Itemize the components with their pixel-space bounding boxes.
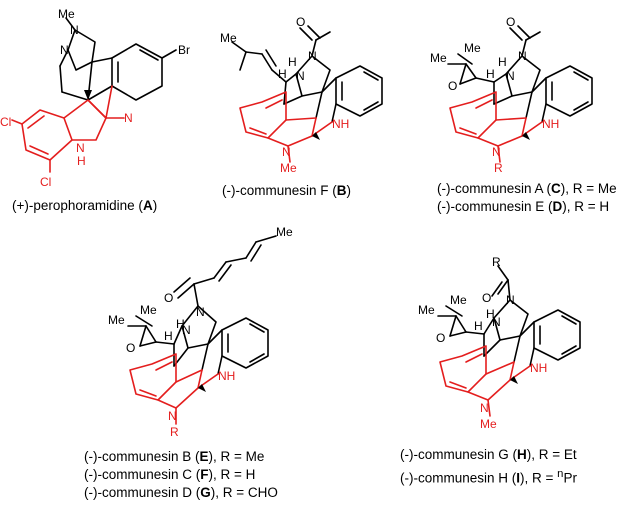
- atom-r: R: [492, 255, 501, 269]
- atom-n: N: [518, 49, 527, 63]
- caption-communesin-f: (-)-communesin F (B): [222, 183, 352, 198]
- caption-communesin-b: (-)-communesin B (E), R = Me: [84, 449, 265, 464]
- caption-communesin-e: (-)-communesin E (D), R = H: [437, 199, 610, 214]
- atom-me: Me: [480, 417, 497, 431]
- atom-nh: NH: [218, 369, 235, 383]
- structure-perophoramidine: Me N N N N H Br Cl Cl: [0, 7, 190, 189]
- compound-id: D: [552, 199, 563, 214]
- atom-h: H: [486, 67, 495, 81]
- structure-communesin-f: O Me N N H H NH N Me: [220, 15, 383, 175]
- atom-r: R: [170, 425, 179, 439]
- atom-o: O: [506, 15, 515, 29]
- atom-n: N: [296, 69, 305, 83]
- caption-communesin-g: (-)-communesin G (H), R = Et: [400, 447, 577, 462]
- atom-h: H: [498, 55, 507, 69]
- atom-o: O: [482, 291, 491, 305]
- atom-n: N: [76, 141, 85, 155]
- atom-h: H: [77, 154, 86, 168]
- atom-h: H: [278, 67, 287, 81]
- compound-id: E: [199, 449, 209, 464]
- caption-communesin-c: (-)-communesin C (F), R = H: [84, 467, 256, 482]
- structure-communesin-a: O Me Me O N N H H NH N R: [430, 15, 593, 175]
- caption-communesin-d: (-)-communesin D (G), R = CHO: [84, 485, 278, 500]
- caption-communesin-h: (-)-communesin H (I), R = nPr: [400, 468, 577, 486]
- atom-h: H: [288, 55, 297, 69]
- atom-n: N: [480, 401, 489, 415]
- superscript: n: [557, 468, 564, 480]
- atom-n: N: [492, 145, 501, 159]
- atom-me: Me: [58, 7, 75, 21]
- atom-o: O: [296, 15, 305, 29]
- compound-id: B: [336, 183, 347, 198]
- atom-n: N: [182, 323, 191, 337]
- atom-me: Me: [280, 161, 297, 175]
- atom-r: R: [494, 161, 503, 175]
- atom-me: Me: [140, 303, 157, 317]
- atom-cl: Cl: [40, 175, 51, 189]
- atom-me: Me: [418, 303, 435, 317]
- atom-h: H: [486, 307, 495, 321]
- atom-cl: Cl: [0, 115, 11, 129]
- atom-n: N: [308, 49, 317, 63]
- atom-o: O: [436, 331, 445, 345]
- structure-communesin-b: Me O Me Me O N N H H NH N R: [108, 225, 293, 439]
- atom-n: N: [70, 23, 79, 37]
- atom-n: N: [282, 145, 291, 159]
- compound-id: A: [142, 198, 153, 213]
- atom-me: Me: [108, 313, 125, 327]
- atom-h: H: [474, 319, 483, 333]
- compound-id: I: [516, 470, 521, 486]
- atom-o: O: [126, 341, 135, 355]
- atom-h: H: [164, 329, 173, 343]
- atom-n: N: [492, 315, 501, 329]
- atom-me: Me: [430, 51, 447, 65]
- atom-me: Me: [464, 41, 481, 55]
- compound-id: C: [551, 181, 561, 196]
- compound-id: H: [517, 447, 527, 462]
- atom-o: O: [164, 291, 173, 305]
- caption-communesin-a: (-)-communesin A (C), R = Me: [437, 181, 617, 196]
- atom-o: O: [448, 79, 457, 93]
- atom-nh: NH: [542, 117, 559, 131]
- atom-n: N: [506, 69, 515, 83]
- atom-n: N: [124, 111, 133, 125]
- compound-id: G: [200, 485, 211, 500]
- atom-n: N: [506, 293, 515, 307]
- atom-me: Me: [276, 225, 293, 239]
- atom-nh: NH: [530, 361, 547, 375]
- atom-br: Br: [178, 43, 190, 57]
- atom-n: N: [168, 409, 177, 423]
- atom-h: H: [176, 317, 185, 331]
- atom-me: Me: [220, 31, 237, 45]
- atom-n: N: [196, 305, 205, 319]
- atom-nh: NH: [332, 117, 349, 131]
- atom-n: N: [60, 43, 69, 57]
- atom-me: Me: [450, 293, 467, 307]
- structure-communesin-g: R O Me Me O N N H H NH N Me: [418, 255, 581, 431]
- compound-id: F: [200, 467, 209, 482]
- caption-perophoramidine: (+)-perophoramidine (A): [12, 198, 158, 213]
